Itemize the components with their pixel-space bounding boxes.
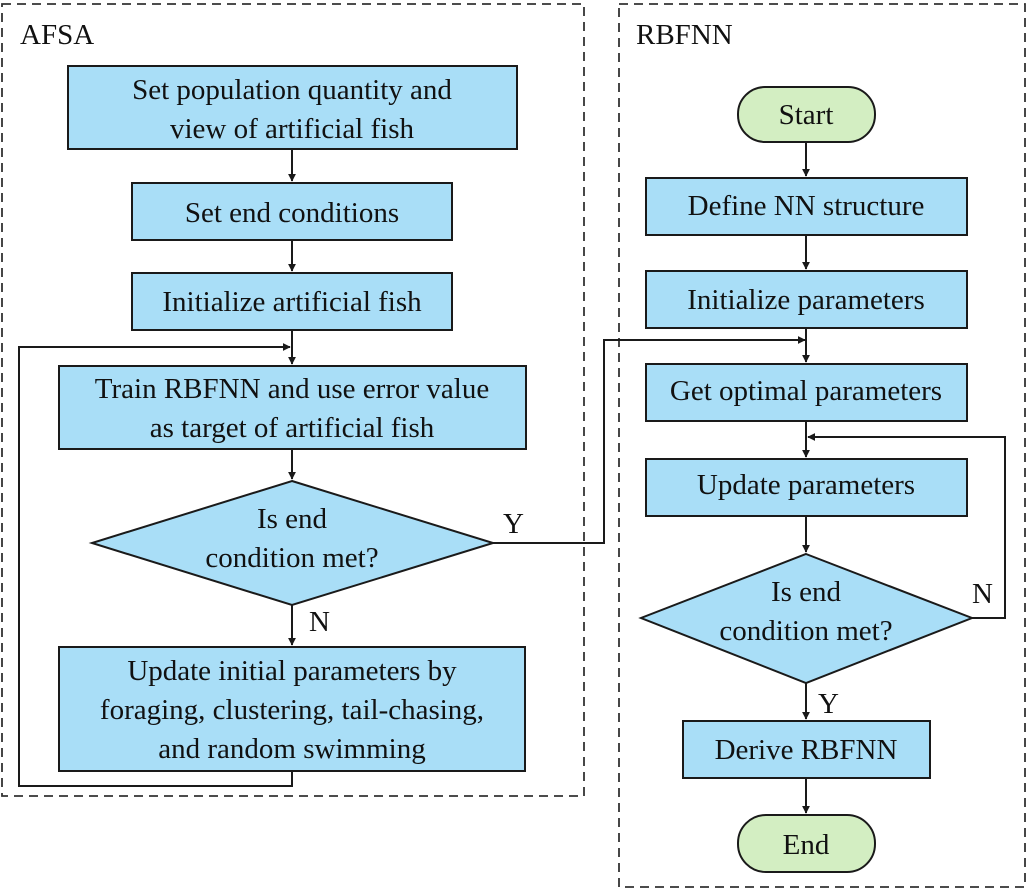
rbfnn-start-node: Start [737,86,876,143]
afsa-train-node: Train RBFNN and use error value as targe… [58,365,527,450]
rbfnn-label-yes: Y [818,688,839,720]
rbfnn-derive-node: Derive RBFNN [682,720,931,779]
afsa-update-line3: and random swimming [158,733,425,765]
rbfnn-label-no: N [972,578,993,610]
rbfnn-define-label: Define NN structure [688,190,925,222]
afsa-update-node: Update initial parameters by foraging, c… [58,646,526,772]
afsa-init-fish-node: Initialize artificial fish [131,272,453,331]
afsa-decision-line1: Is end [257,503,328,535]
afsa-init-fish-line1: Initialize artificial fish [162,286,422,318]
afsa-set-population-node: Set population quantity and view of arti… [67,65,518,150]
afsa-set-population-line1: Set population quantity and [132,74,452,106]
rbfnn-init-params-label: Initialize parameters [687,284,925,316]
rbfnn-update-params-node: Update parameters [645,458,968,517]
rbfnn-init-params-node: Initialize parameters [645,270,968,329]
afsa-edge-loop-back [18,343,293,787]
afsa-set-population-line2: view of artificial fish [170,113,414,145]
rbfnn-get-optimal-node: Get optimal parameters [645,363,968,422]
rbfnn-panel [618,3,1026,888]
afsa-train-line2: as target of artificial fish [150,412,435,444]
afsa-decision-node: Is end condition met? [88,479,497,607]
afsa-set-end-node: Set end conditions [131,182,453,241]
rbfnn-decision-line1: Is end [771,576,842,608]
rbfnn-get-optimal-label: Get optimal parameters [670,375,942,407]
rbfnn-decision-line2: condition met? [719,615,892,647]
afsa-label-yes: Y [503,508,524,540]
afsa-update-line1: Update initial parameters by [127,655,457,687]
afsa-train-line1: Train RBFNN and use error value [95,373,489,405]
rbfnn-decision-node: Is end condition met? [638,552,975,685]
rbfnn-derive-label: Derive RBFNN [715,734,898,766]
afsa-panel [1,3,585,797]
rbfnn-edge-loop-back [807,433,1006,619]
rbfnn-panel-title: RBFNN [636,19,733,51]
afsa-update-line2: foraging, clustering, tail-chasing, [100,694,484,726]
rbfnn-end-label: End [783,829,830,861]
afsa-decision-line2: condition met? [205,542,378,574]
rbfnn-end-node: End [737,814,876,873]
afsa-to-rbfnn-edge [493,336,806,544]
afsa-label-no: N [309,606,330,638]
rbfnn-define-node: Define NN structure [645,177,968,236]
rbfnn-update-params-label: Update parameters [697,469,915,501]
rbfnn-start-label: Start [779,99,834,131]
afsa-set-end-line1: Set end conditions [185,197,399,229]
afsa-panel-title: AFSA [20,19,94,51]
